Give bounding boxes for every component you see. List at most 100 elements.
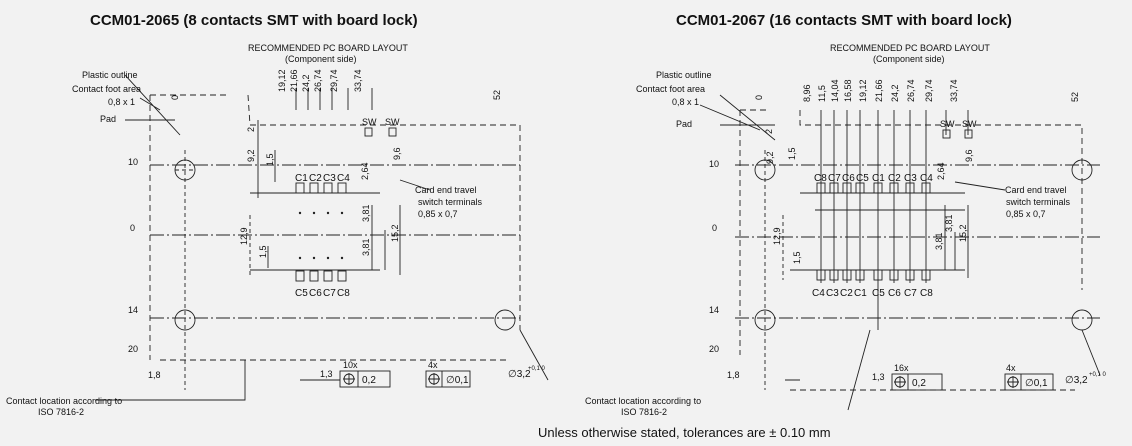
left-dim-2-64: 2,64	[360, 162, 370, 180]
left-contact-c6: C6	[309, 288, 322, 299]
left-dim-15-2: 15,2	[390, 224, 400, 242]
right-dim-2: 2	[764, 129, 774, 134]
right-top-zero: 0	[754, 95, 764, 100]
left-dim-zero: 0	[130, 223, 135, 233]
right-contact-foot-size: 0,8 x 1	[672, 97, 699, 107]
left-dim-9-2: 9,2	[246, 149, 256, 162]
right-top-dim-2: 11,5	[817, 85, 827, 102]
left-dim-12-9: 12,9	[239, 227, 249, 245]
left-pad-label: Pad	[100, 114, 116, 124]
left-top-dim-1: 19,12	[277, 69, 287, 92]
left-dim-20: 20	[128, 344, 138, 354]
right-dim-1-5b: 1,5	[792, 251, 802, 264]
right-dim-1-5a: 1,5	[787, 147, 797, 160]
left-switch-size-label: 0,85 x 0,7	[418, 209, 458, 219]
right-top-dim-10: 33,74	[949, 79, 959, 102]
right-contact-bottom-6: C6	[888, 288, 901, 299]
right-tolerance-value-2: ∅0,1	[1025, 378, 1048, 389]
right-dim-12-9: 12,9	[772, 227, 782, 245]
right-dim-zero: 0	[712, 223, 717, 233]
left-tolerance-value-2: ∅0,1	[446, 375, 469, 386]
right-contact-bottom-5: C5	[872, 288, 885, 299]
right-tolerance-value-1: 0,2	[912, 378, 926, 389]
right-top-dim-3: 14,04	[830, 79, 840, 102]
right-dim-10: 10	[709, 159, 719, 169]
left-card-end-label: Card end travel	[415, 185, 477, 195]
left-iso-label: ISO 7816-2	[38, 407, 84, 417]
left-contact-c5: C5	[295, 288, 308, 299]
right-labels: RECOMMENDED PC BOARD LAYOUT (Component s…	[585, 43, 1107, 417]
right-dim-20: 20	[709, 344, 719, 354]
right-contact-bottom-8: C8	[920, 288, 933, 299]
right-contact-top-4: C5	[856, 173, 869, 184]
right-contact-top-7: C3	[904, 173, 917, 184]
left-contact-c3: C3	[323, 173, 336, 184]
left-right-dim: 52	[492, 90, 502, 100]
right-right-dim: 52	[1070, 92, 1080, 102]
left-top-dim-4: 26,74	[313, 69, 323, 92]
right-contact-location-label: Contact location according to	[585, 396, 701, 406]
left-top-dim-6: 33,74	[353, 69, 363, 92]
right-dim-14: 14	[709, 305, 719, 315]
right-contact-top-8: C4	[920, 173, 933, 184]
right-switch-terminals-label: switch terminals	[1006, 197, 1071, 207]
right-contact-bottom-2: C3	[826, 288, 839, 299]
left-dim-3-81b: 3,81	[361, 238, 371, 256]
right-contact-bottom-3: C2	[840, 288, 853, 299]
left-dim-9-6: 9,6	[392, 147, 402, 160]
left-hole-tolerance: +0,1 0	[528, 366, 546, 372]
left-dim-1-5a: 1,5	[265, 153, 275, 166]
right-hole-tolerance: +0,1 0	[1089, 372, 1107, 378]
left-top-dim-3: 24,2	[301, 74, 311, 92]
right-pad-label: Pad	[676, 119, 692, 129]
right-dim-1-8: 1,8	[727, 370, 740, 380]
left-dim-3-81a: 3,81	[361, 204, 371, 222]
right-top-dim-1: 8,96	[802, 84, 812, 102]
right-hole-diameter: ∅3,2	[1065, 375, 1088, 386]
left-hole-diameter: ∅3,2	[508, 369, 531, 380]
left-contact-c8: C8	[337, 288, 350, 299]
left-contact-foot-size: 0,8 x 1	[108, 97, 135, 107]
right-dim-15-2: 15,2	[958, 224, 968, 242]
right-layout-subtitle: (Component side)	[873, 54, 945, 64]
right-top-dim-9: 29,74	[924, 79, 934, 102]
left-drawing	[95, 74, 549, 401]
right-switch-size-label: 0,85 x 0,7	[1006, 209, 1046, 219]
right-contact-top-1: C8	[814, 173, 827, 184]
right-contact-foot-label: Contact foot area	[636, 84, 705, 94]
right-contact-bottom-4: C1	[854, 288, 867, 299]
right-top-dim-7: 24,2	[890, 84, 900, 102]
left-tolerance-value-1: 0,2	[362, 375, 376, 386]
left-dim-14: 14	[128, 305, 138, 315]
right-dim-2-64: 2,64	[936, 162, 946, 180]
right-dim-3-81b: 3,81	[944, 214, 954, 232]
right-top-dim-4: 16,58	[843, 79, 853, 102]
left-layout-title: RECOMMENDED PC BOARD LAYOUT	[248, 43, 408, 53]
left-sw-1: SW	[362, 117, 377, 127]
right-layout-title: RECOMMENDED PC BOARD LAYOUT	[830, 43, 990, 53]
right-iso-label: ISO 7816-2	[621, 407, 667, 417]
left-dim-1-5b: 1,5	[258, 245, 268, 258]
right-top-dim-6: 21,66	[874, 79, 884, 102]
left-top-dim-2: 21,66	[289, 69, 299, 92]
right-contact-top-2: C7	[828, 173, 841, 184]
left-contact-c1: C1	[295, 173, 308, 184]
right-contact-top-3: C6	[842, 173, 855, 184]
right-tolerance-count-2: 4x	[1006, 363, 1016, 373]
right-card-end-label: Card end travel	[1005, 185, 1067, 195]
right-contact-top-6: C2	[888, 173, 901, 184]
left-contact-c2: C2	[309, 173, 322, 184]
tolerance-note: Unless otherwise stated, tolerances are …	[538, 425, 831, 440]
right-top-dim-5: 19,12	[858, 79, 868, 102]
right-top-dim-8: 26,74	[906, 79, 916, 102]
left-dim-1-3: 1,3	[320, 369, 333, 379]
left-layout-subtitle: (Component side)	[285, 54, 357, 64]
left-dim-2: 2	[246, 127, 256, 132]
right-dim-9-2: 9,2	[765, 151, 775, 164]
right-dim-9-6: 9,6	[964, 149, 974, 162]
left-tolerance-count-2: 4x	[428, 360, 438, 370]
left-drawing-title: CCM01-2065 (8 contacts SMT with board lo…	[90, 12, 418, 29]
right-tolerance-count-1: 16x	[894, 363, 909, 373]
right-sw-2: SW	[962, 119, 977, 129]
